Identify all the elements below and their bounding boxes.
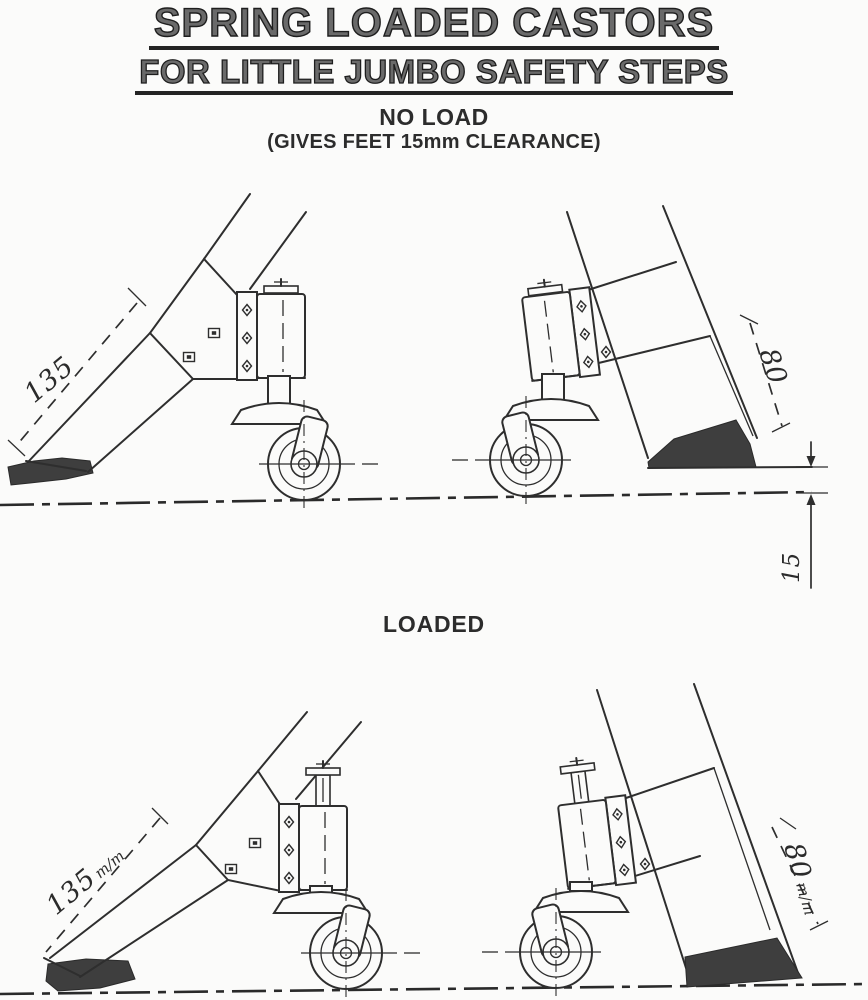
gusset-edge: [625, 767, 715, 799]
leg-edge: [566, 211, 649, 459]
no-load-left-drawing: 135: [7, 193, 379, 511]
gusset-edge: [587, 261, 677, 291]
rubber-foot-pad: [7, 457, 94, 486]
dimension-135: 135: [7, 287, 147, 457]
rear-stile-line: [257, 711, 308, 772]
mounting-gusset-plate: [194, 769, 282, 893]
bolt-icon: [182, 351, 196, 363]
dimension-80mm: 80 m/m: [771, 817, 829, 931]
leg-crease: [713, 767, 771, 931]
no-load-heading: NO LOAD: [379, 104, 489, 130]
leg-edge: [596, 689, 687, 969]
rubber-foot-pad: [684, 937, 803, 988]
leg-end: [43, 957, 81, 977]
dimension-135mm: 135 m/m: [41, 807, 169, 953]
page-title-line1: SPRING LOADED CASTORS: [148, 2, 720, 50]
leg-edge: [662, 205, 758, 439]
dim-80mm-unit: m/m: [792, 880, 819, 917]
leg-crease: [709, 335, 754, 437]
ground-line-no-load: [0, 490, 813, 507]
leg-edge: [79, 879, 229, 978]
title-block: SPRING LOADED CASTORS FOR LITTLE JUMBO S…: [0, 2, 868, 96]
leg-edge: [27, 332, 151, 463]
leg-end: [25, 460, 87, 472]
dim-135mm-unit: m/m: [91, 847, 128, 882]
loaded-left-drawing: 135 m/m: [41, 711, 421, 1000]
page-title-line2: FOR LITTLE JUMBO SAFETY STEPS: [135, 53, 733, 96]
dimension-15-clearance: 15: [779, 441, 828, 589]
rear-stile-line: [203, 193, 251, 260]
castor-stem: [267, 375, 291, 405]
castor-wheel-assembly: [451, 395, 599, 507]
castor-stem: [569, 881, 593, 892]
spring-housing-extended: [279, 761, 347, 892]
no-load-subheading: (GIVES FEET 15mm CLEARANCE): [267, 131, 601, 153]
loaded-right-drawing: 80 m/m: [481, 683, 829, 999]
spring-housing: [520, 274, 600, 383]
ground-line-loaded: [0, 982, 868, 996]
castor-wheel-assembly: [273, 888, 421, 1000]
bolt-icon: [248, 837, 262, 849]
loaded-heading: LOADED: [383, 611, 485, 637]
bolt-icon: [639, 857, 651, 871]
castor-stem: [541, 373, 565, 403]
rear-stile-line: [249, 211, 307, 290]
rubber-foot-pad: [45, 958, 136, 992]
no-load-right-drawing: 80 15: [451, 205, 828, 589]
dim-135-label: 135: [19, 351, 81, 410]
castor-wheel-assembly: [231, 399, 379, 511]
leg-edge: [693, 683, 799, 974]
foot-level-line: [647, 466, 813, 469]
bolt-icon: [600, 345, 612, 359]
bolt-icon: [207, 327, 221, 339]
gusset-edge: [577, 335, 711, 369]
leg-edge: [49, 844, 197, 959]
spring-housing: [237, 279, 305, 380]
dim-15-label: 15: [779, 552, 805, 583]
castor-wheel-assembly: [481, 887, 629, 999]
mounting-gusset-plate: [148, 257, 238, 380]
dim-80mm-label: 80: [777, 839, 817, 882]
rubber-foot-pad: [647, 419, 757, 469]
leg-edge: [87, 378, 194, 473]
dim-80-label: 80: [752, 345, 793, 389]
rear-stile-line: [295, 721, 362, 800]
bolt-icon: [224, 863, 238, 875]
